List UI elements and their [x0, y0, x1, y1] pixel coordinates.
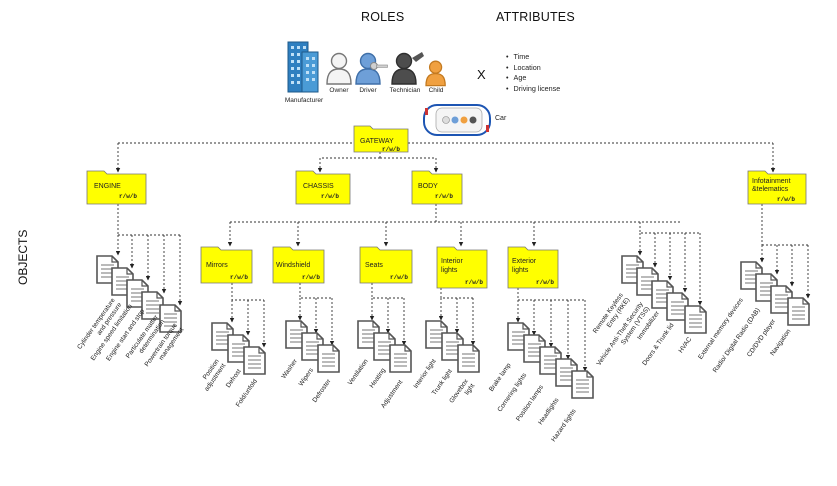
infotainment-rwb: r/w/b [777, 196, 796, 203]
interior-lights-title: Interior lights [441, 258, 463, 274]
roles-heading: ROLES [361, 10, 405, 24]
seats-folder [359, 246, 413, 284]
chassis-rwb: r/w/b [321, 193, 340, 200]
attribute-item: Age [506, 73, 560, 84]
gateway-title: GATEWAY [360, 138, 394, 145]
attributes-heading: ATTRIBUTES [496, 10, 575, 24]
interior-lights-folder [436, 246, 488, 289]
cross-symbol: X [477, 67, 486, 82]
seats-title: Seats [365, 262, 383, 269]
infotainment-title: Infotainment &telematics [752, 178, 791, 193]
interior-lights-rwb: r/w/b [465, 279, 484, 286]
driver-icon [355, 52, 388, 85]
attribute-item: Location [506, 63, 560, 74]
engine-rwb: r/w/b [119, 193, 138, 200]
attributes-list: Time Location Age Driving license [506, 52, 561, 95]
role-label-child: Child [428, 87, 444, 94]
chassis-title: CHASSIS [303, 183, 334, 190]
role-label-driver: Driver [359, 87, 377, 94]
mirrors-folder [200, 246, 253, 284]
role-label-manufacturer: Manufacturer [284, 97, 324, 104]
engine-folder [86, 170, 147, 205]
windshield-title: Windshield [276, 262, 311, 269]
attribute-item: Driving license [506, 84, 561, 95]
exterior-lights-title: Exterior lights [512, 258, 537, 274]
role-label-owner: Owner [329, 87, 349, 94]
seats-rwb: r/w/b [390, 274, 409, 281]
mirrors-title: Mirrors [206, 262, 228, 269]
child-icon [425, 60, 446, 87]
objects-heading: OBJECTS [16, 229, 30, 285]
windshield-folder [272, 246, 325, 284]
windshield-rwb: r/w/b [302, 274, 321, 281]
manufacturer-icon [287, 41, 319, 93]
infotainment-folder [747, 170, 807, 205]
car-icon [423, 104, 491, 136]
engine-title: ENGINE [94, 183, 121, 190]
role-label-technician: Technician [389, 87, 421, 94]
gateway-folder [353, 125, 409, 153]
owner-icon [326, 52, 352, 85]
attribute-item: Time [506, 52, 560, 63]
car-label: Car [495, 115, 507, 122]
body-rwb: r/w/b [435, 193, 454, 200]
body-folder [411, 170, 463, 205]
connectors [115, 142, 811, 372]
gateway-rwb: r/w/b [382, 146, 401, 153]
mirrors-rwb: r/w/b [230, 274, 249, 281]
body-title: BODY [418, 183, 438, 190]
exterior-lights-rwb: r/w/b [536, 279, 555, 286]
technician-icon [391, 52, 424, 85]
chassis-folder [295, 170, 351, 205]
exterior-lights-folder [507, 246, 559, 289]
